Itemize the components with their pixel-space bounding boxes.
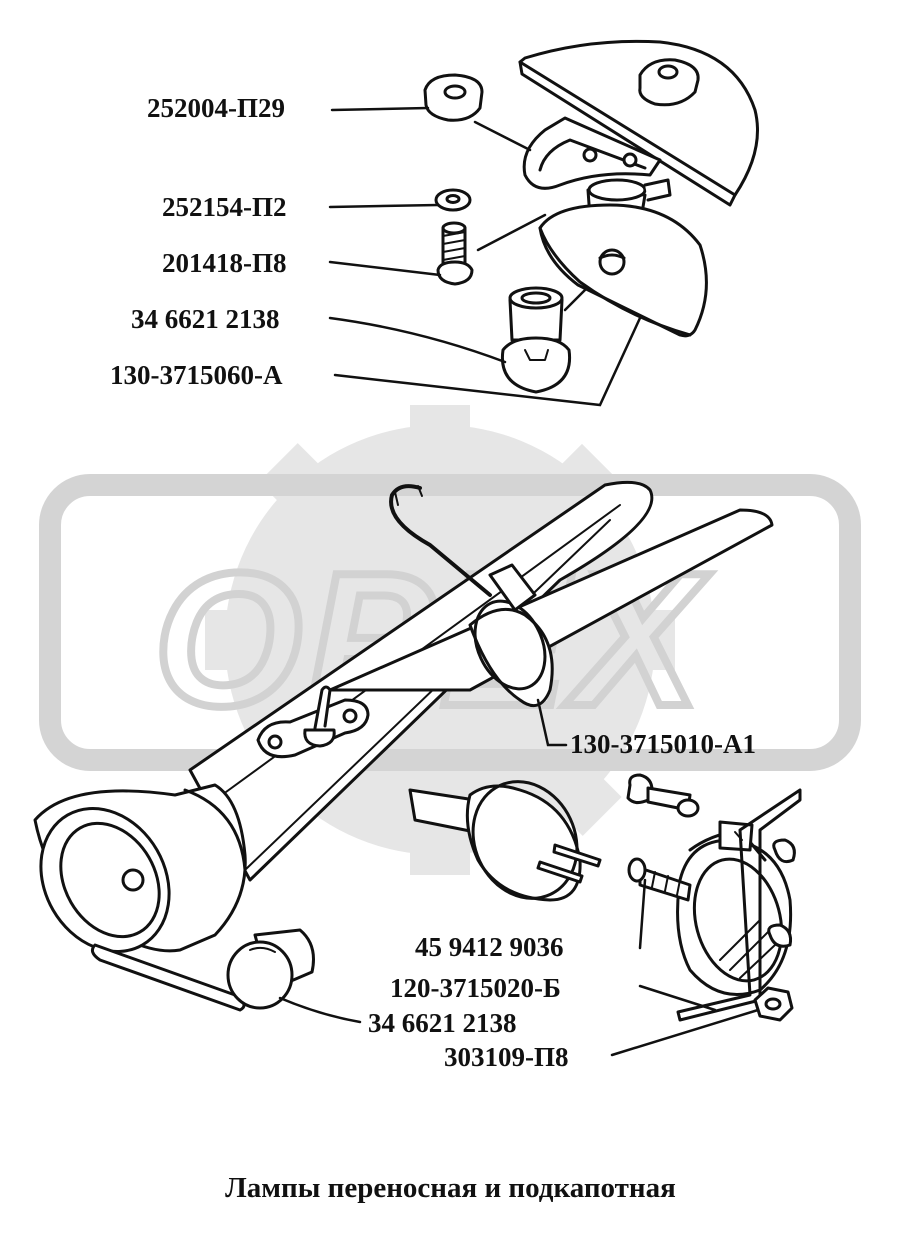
socket-assembly — [626, 773, 802, 1022]
bracket — [522, 116, 662, 190]
callout-252154-p2: 252154-П2 — [162, 192, 287, 222]
plate-grommet — [638, 58, 700, 107]
leader-c1 — [330, 106, 430, 112]
portable-lamp-assembly — [33, 480, 802, 1022]
grommet-part — [423, 73, 484, 122]
leader-c2 — [328, 203, 440, 209]
tube-clamp — [468, 563, 554, 708]
leader-c8 — [638, 984, 717, 1012]
leader-c9 — [278, 996, 362, 1024]
watermark-frame — [39, 474, 861, 771]
callout-120-3715020-b: 120-3715020-Б — [390, 973, 561, 1003]
lamp-shade — [538, 203, 708, 338]
toggle-switch — [256, 685, 370, 759]
leader-c5 — [333, 316, 642, 407]
callout-bulb-upper: 34 6621 2138 — [131, 304, 280, 334]
screw-part — [436, 221, 474, 286]
callout-45-9412-9036: 45 9412 9036 — [415, 932, 564, 962]
diagram-caption: Лампы переносная и подкапотная — [225, 1172, 676, 1204]
callout-201418-p8: 201418-П8 — [162, 248, 287, 278]
callout-252004-p29: 252004-П29 — [147, 93, 285, 123]
leader-c6 — [536, 698, 568, 747]
leader-c7 — [638, 878, 647, 950]
callout-303109-p8: 303109-П8 — [444, 1042, 569, 1072]
callout-130-3715060-a: 130-3715060-А — [110, 360, 283, 390]
reflector-head — [33, 783, 247, 954]
bulb-lower — [226, 928, 315, 1010]
leader-c3 — [328, 260, 442, 277]
underhood-lamp-assembly — [423, 39, 759, 394]
callout-130-3715010-a1: 130-3715010-А1 — [570, 729, 756, 759]
hanging-hook — [389, 484, 492, 597]
leader-c4 — [328, 316, 507, 364]
washer-part — [434, 188, 472, 212]
stand-foot — [90, 943, 246, 1012]
leader-lines — [278, 106, 760, 1057]
callout-bulb-lower: 34 6621 2138 — [368, 1008, 517, 1038]
leader-c10 — [610, 1008, 760, 1057]
bulb-upper — [500, 286, 572, 394]
plug-connector — [408, 780, 602, 902]
